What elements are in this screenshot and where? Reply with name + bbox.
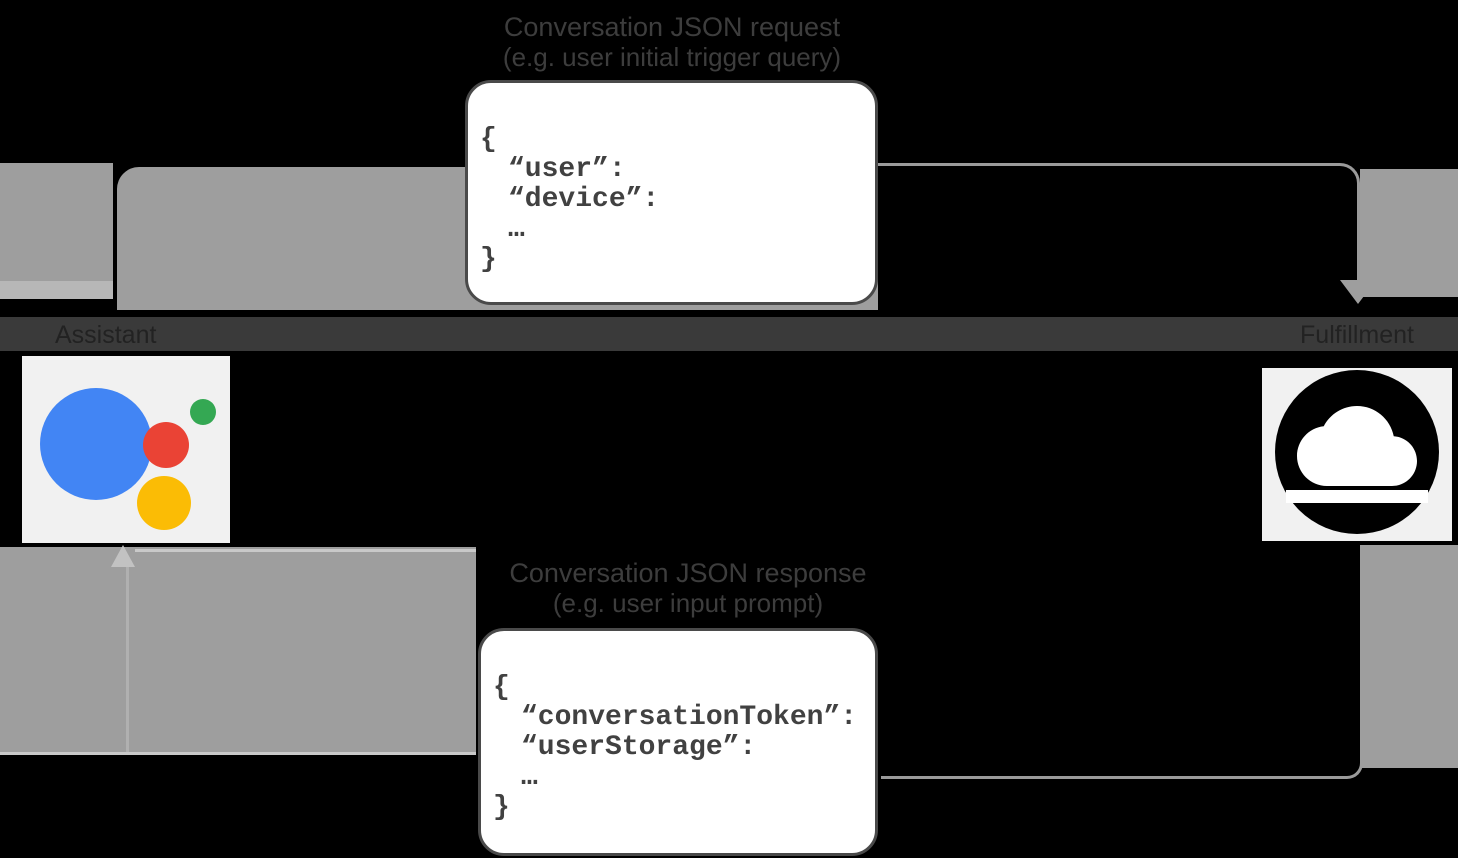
arrow-up-icon: [111, 545, 135, 567]
json-brace-open: {: [480, 124, 497, 155]
json-ellipsis: …: [508, 214, 525, 245]
json-field-conversation-token: “conversationToken”:: [521, 702, 858, 733]
request-json-card: { “user”: “device”: … }: [465, 80, 878, 305]
fulfillment-label: Fulfillment: [1300, 321, 1414, 349]
json-ellipsis: …: [521, 762, 538, 793]
json-brace-close: }: [480, 244, 497, 275]
response-pipe-bottom-edge: [0, 752, 476, 755]
request-pipe-left-block: [0, 163, 113, 299]
fulfillment-card: [1262, 368, 1452, 541]
response-line-vertical: [126, 559, 129, 752]
response-line-highlight: [135, 549, 476, 552]
assistant-card: [22, 356, 230, 543]
response-json-card: { “conversationToken”: “userStorage”: … …: [478, 628, 878, 856]
request-pipe-left-block-edge: [0, 281, 113, 299]
assistant-logo-blue-circle: [40, 388, 152, 500]
response-pipe-band: [0, 547, 476, 755]
request-arrow-line: [620, 163, 1360, 286]
response-arrow-line: [881, 758, 1363, 779]
response-caption-title: Conversation JSON response: [509, 558, 867, 588]
request-caption: Conversation JSON request (e.g. user ini…: [379, 12, 965, 72]
assistant-logo-yellow-circle: [137, 476, 191, 530]
request-pipe-right-block: [1360, 169, 1458, 297]
assistant-logo-red-circle: [143, 422, 189, 468]
json-brace-close: }: [493, 792, 510, 823]
response-caption: Conversation JSON response (e.g. user in…: [395, 558, 981, 618]
response-caption-subtitle: (e.g. user input prompt): [552, 588, 824, 618]
assistant-logo-green-circle: [190, 399, 216, 425]
request-caption-subtitle: (e.g. user initial trigger query): [502, 42, 842, 72]
json-brace-open: {: [493, 672, 510, 703]
assistant-label: Assistant: [55, 321, 157, 349]
cloud-icon: [1275, 370, 1439, 534]
json-field-device: “device”:: [508, 184, 660, 215]
request-caption-title: Conversation JSON request: [503, 12, 841, 42]
json-field-user: “user”:: [508, 154, 626, 185]
json-field-user-storage: “userStorage”:: [521, 732, 757, 763]
response-pipe-right-block: [1360, 545, 1458, 768]
label-band: [0, 317, 1458, 351]
